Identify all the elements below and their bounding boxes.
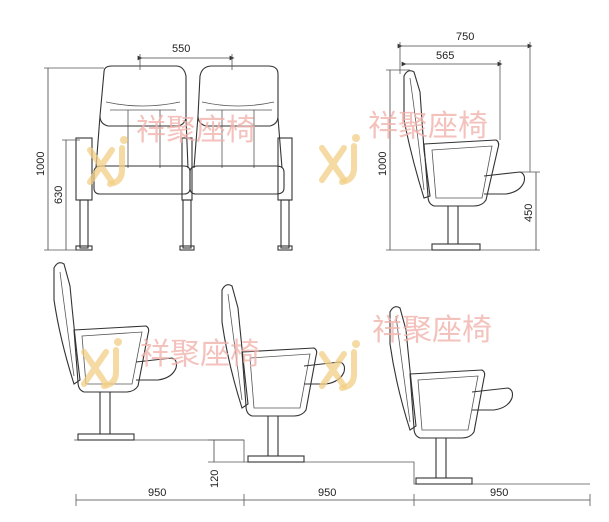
watermark-1: 祥聚座椅 (87, 113, 256, 187)
watermark-brand-2: 祥聚座椅 (368, 109, 488, 144)
side-depth-open-label: 565 (436, 50, 454, 62)
side-armrest-panel (423, 139, 500, 207)
watermark-brand-4: 祥聚座椅 (372, 313, 492, 348)
row-seat-2 (221, 284, 346, 463)
front-height-label: 1000 (35, 152, 47, 176)
row-spacing-label-3: 950 (490, 487, 508, 499)
row-seat-1 (53, 262, 178, 441)
row-layout: 120 950 950 950 (53, 262, 591, 506)
side-seat (483, 171, 526, 195)
step-height-label: 120 (209, 470, 221, 488)
floor-steps (74, 439, 590, 485)
watermark-brand-1: 祥聚座椅 (136, 113, 256, 148)
row-seat-3 (389, 306, 514, 485)
front-right-seat-back (197, 65, 279, 127)
side-height-label: 1000 (377, 152, 389, 176)
side-backrest (403, 70, 431, 199)
row-spacing-label-2: 950 (318, 487, 336, 499)
watermark-3: 祥聚座椅 (81, 337, 260, 389)
row-spacing-label-1: 950 (148, 487, 166, 499)
watermark-brand-3: 祥聚座椅 (140, 337, 260, 372)
watermark-4: 祥聚座椅 (319, 313, 492, 391)
side-depth-total-label: 750 (456, 31, 474, 43)
front-right-seat-cushion (189, 165, 285, 195)
front-width-label: 550 (172, 43, 190, 55)
side-seat-height-label: 450 (523, 204, 535, 222)
front-view: 550 1000 630 (35, 43, 293, 251)
front-seat-height-label: 630 (53, 186, 65, 204)
side-base (431, 243, 481, 251)
watermark-2: 祥聚座椅 (319, 109, 488, 185)
side-view: 750 565 1000 450 (377, 31, 540, 251)
